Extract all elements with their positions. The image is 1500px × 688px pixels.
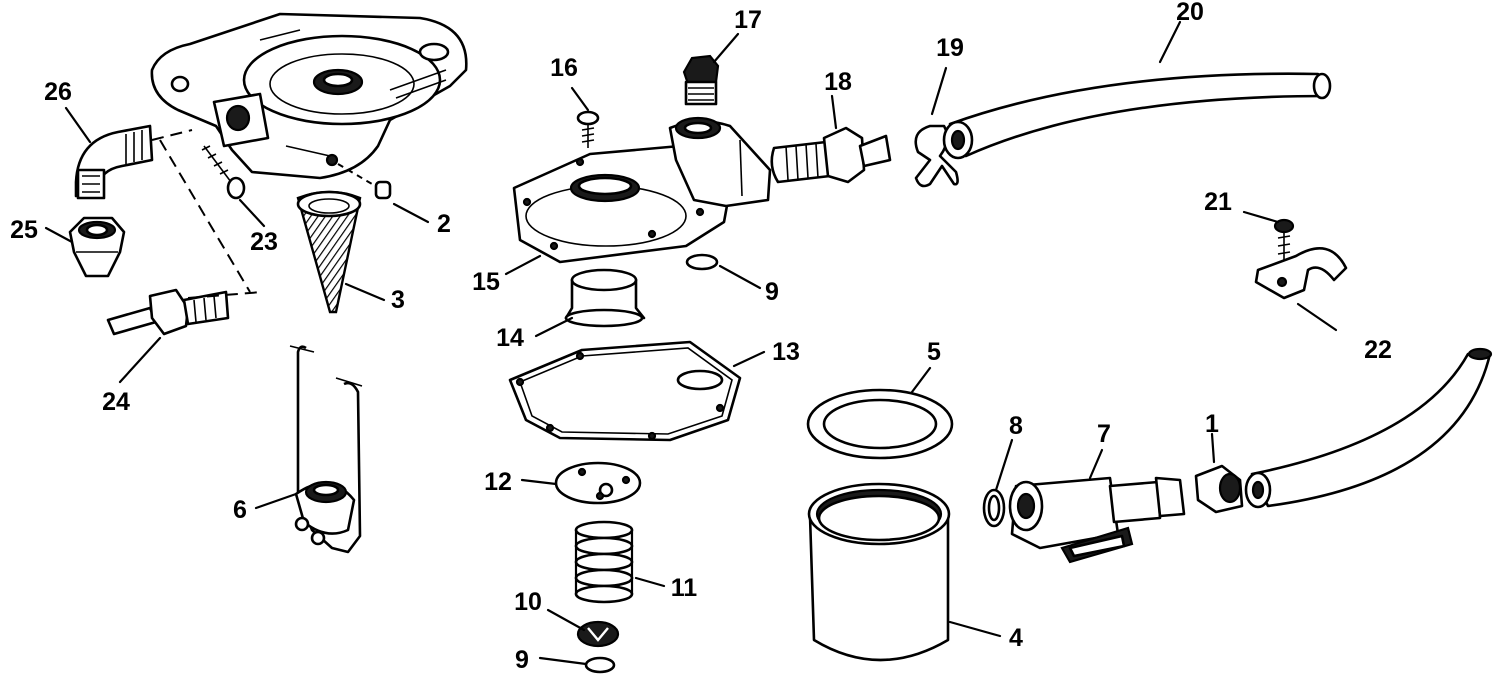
callout-23: 23 bbox=[250, 228, 278, 256]
callout-18: 18 bbox=[824, 68, 852, 96]
callout-12: 12 bbox=[484, 468, 512, 496]
callout-9-upper: 9 bbox=[765, 278, 779, 306]
part-10-retainer bbox=[576, 620, 620, 648]
callout-17: 17 bbox=[734, 6, 762, 34]
callout-7: 7 bbox=[1097, 420, 1111, 448]
part-2-plug bbox=[337, 163, 392, 200]
callout-9-lower: 9 bbox=[515, 646, 529, 674]
part-9-washer-upper bbox=[685, 253, 719, 271]
callout-labels: 1 2 3 4 5 6 7 8 9 9 10 11 12 13 14 15 16… bbox=[10, 0, 1392, 674]
part-24-barbed-fitting bbox=[106, 288, 230, 336]
part-3-filter-screen bbox=[296, 190, 362, 314]
part-8-o-ring bbox=[982, 488, 1006, 528]
callout-20: 20 bbox=[1176, 0, 1204, 26]
callout-1: 1 bbox=[1205, 410, 1219, 438]
part-6-bail-clamp bbox=[289, 345, 363, 554]
callout-24: 24 bbox=[102, 388, 130, 416]
callout-11: 11 bbox=[671, 574, 698, 602]
part-18-hose-fitting bbox=[770, 126, 892, 184]
part-9-washer-lower bbox=[584, 656, 616, 674]
part-11-spring bbox=[574, 520, 634, 604]
callout-8: 8 bbox=[1009, 412, 1023, 440]
callout-14: 14 bbox=[496, 324, 524, 352]
fuel-pump-housing bbox=[150, 12, 468, 180]
callout-26: 26 bbox=[44, 78, 72, 106]
part-1-ferrule bbox=[1194, 464, 1244, 514]
leader-lines bbox=[44, 20, 1338, 666]
part-22-clamp bbox=[1254, 247, 1348, 300]
callout-22: 22 bbox=[1364, 336, 1392, 364]
callout-16: 16 bbox=[550, 54, 578, 82]
callout-13: 13 bbox=[772, 338, 800, 366]
part-23-screw bbox=[201, 145, 246, 200]
part-20-fuel-hose bbox=[942, 72, 1332, 160]
callout-25: 25 bbox=[10, 216, 38, 244]
part-5-gasket-ring bbox=[806, 388, 954, 460]
part-15-pump-cover bbox=[512, 116, 772, 264]
callout-5: 5 bbox=[927, 338, 941, 366]
part-17-plug bbox=[682, 54, 720, 106]
callout-15: 15 bbox=[472, 268, 500, 296]
part-4-filter-bowl bbox=[807, 482, 951, 662]
part-21-screw bbox=[1273, 218, 1295, 262]
part-16-screw bbox=[576, 110, 600, 148]
part-26-elbow-fitting bbox=[74, 124, 154, 200]
callout-21: 21 bbox=[1204, 188, 1232, 216]
part-7-line-connector bbox=[1008, 476, 1186, 564]
callout-10: 10 bbox=[514, 588, 542, 616]
part-14-bushing bbox=[564, 268, 646, 328]
part-fuel-hose-lower bbox=[1244, 347, 1493, 509]
callout-19: 19 bbox=[936, 34, 964, 62]
callout-4: 4 bbox=[1009, 624, 1023, 652]
callout-2: 2 bbox=[437, 210, 451, 238]
part-25-nut bbox=[68, 216, 126, 278]
part-12-diaphragm-plate bbox=[554, 461, 642, 505]
callout-6: 6 bbox=[233, 496, 247, 524]
callout-3: 3 bbox=[391, 286, 405, 314]
part-13-gasket bbox=[508, 340, 742, 442]
